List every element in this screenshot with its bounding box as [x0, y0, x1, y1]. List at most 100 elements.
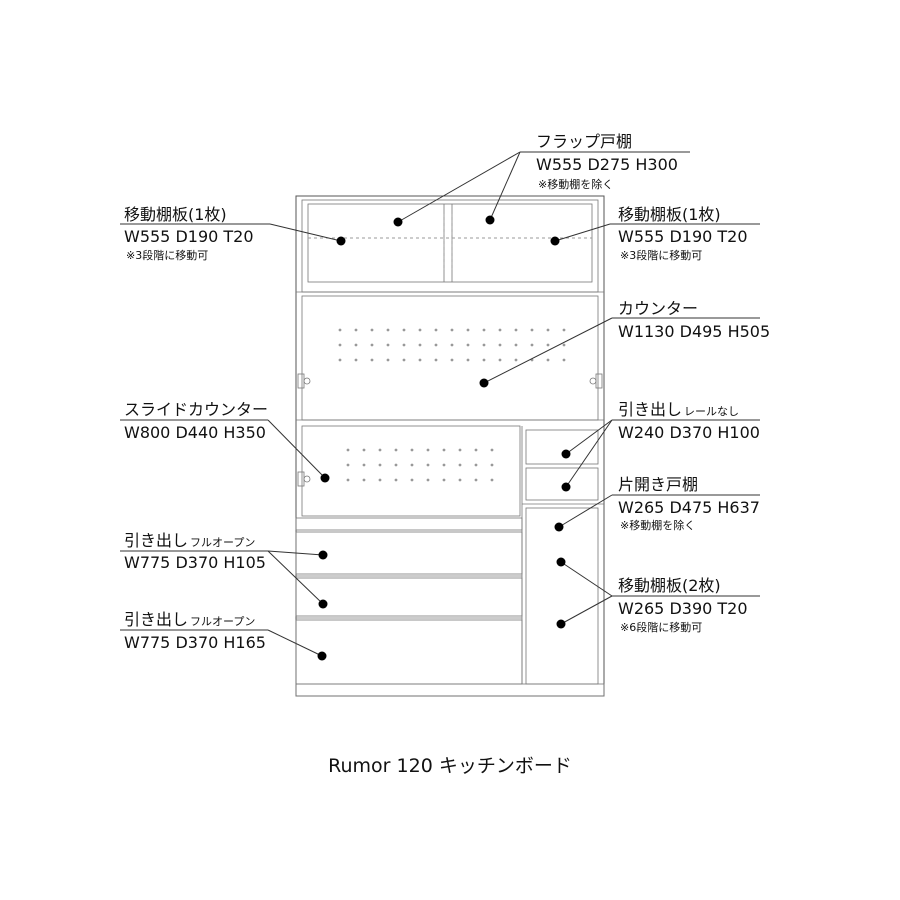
perforation-dot	[346, 448, 350, 452]
perforation-dot	[362, 448, 366, 452]
perforation-dot	[394, 478, 398, 482]
perforation-dot	[394, 448, 398, 452]
perforation-dot	[450, 343, 454, 347]
perforation-dot	[370, 358, 374, 362]
perforation-dot	[442, 448, 446, 452]
perforation-dot	[482, 328, 486, 332]
perforation-dot	[386, 358, 390, 362]
perforation-dot	[466, 328, 470, 332]
label-small-drawer-main: 引き出し	[618, 400, 682, 419]
perforation-dot	[362, 463, 366, 467]
counter-hinge-right	[589, 373, 603, 389]
perforation-dot	[514, 343, 518, 347]
perforation-dot	[434, 343, 438, 347]
label-slide-counter-name: スライドカウンター	[124, 400, 268, 419]
perforation-dot	[426, 478, 430, 482]
perforation-dot	[482, 343, 486, 347]
perforation-dot	[386, 343, 390, 347]
label-cupboard-note: ※移動棚を除く	[620, 518, 695, 532]
diagram-title: Rumor 120 キッチンボード	[328, 755, 572, 777]
perforation-dot	[490, 463, 494, 467]
counter-perforation	[338, 328, 566, 362]
perforation-dot	[498, 328, 502, 332]
perforation-dot	[346, 463, 350, 467]
perforation-dot	[466, 358, 470, 362]
label-slide-counter-dims: W800 D440 H350	[124, 423, 266, 442]
perforation-dot	[434, 328, 438, 332]
label-shelf2-name: 移動棚板(2枚)	[618, 576, 721, 595]
perforation-dot	[450, 358, 454, 362]
perforation-dot	[474, 463, 478, 467]
perforation-dot	[418, 343, 422, 347]
perforation-dot	[378, 448, 382, 452]
label-drawer-165-dims: W775 D370 H165	[124, 633, 266, 652]
label-drawer-105-sub: フルオープン	[190, 536, 255, 549]
perforation-dot	[338, 358, 342, 362]
perforation-dot	[354, 343, 358, 347]
marker-drawer-165	[317, 651, 327, 661]
counter-hinge-left	[297, 373, 311, 389]
perforation-dot	[402, 328, 406, 332]
perforation-dot	[418, 328, 422, 332]
perforation-dot	[410, 448, 414, 452]
perforation-dot	[562, 328, 566, 332]
slide-counter-perforation	[346, 448, 494, 482]
label-cupboard-dims: W265 D475 H637	[618, 498, 760, 517]
perforation-dot	[474, 448, 478, 452]
marker-flap-left	[393, 217, 403, 227]
label-flap-name: フラップ戸棚	[536, 132, 632, 151]
perforation-dot	[370, 343, 374, 347]
marker-shelf-left	[336, 236, 346, 246]
perforation-dot	[530, 343, 534, 347]
perforation-dot	[490, 478, 494, 482]
perforation-dot	[530, 328, 534, 332]
perforation-dot	[338, 328, 342, 332]
perforation-dot	[458, 478, 462, 482]
small-drawer-upper	[525, 429, 599, 465]
perforation-dot	[474, 478, 478, 482]
perforation-dot	[346, 478, 350, 482]
perforation-dot	[498, 358, 502, 362]
perforation-dot	[370, 328, 374, 332]
cabinet-outer-frame	[295, 195, 605, 697]
label-shelf-left-name: 移動棚板(1枚)	[124, 205, 227, 224]
marker-shelf2-lower	[556, 619, 566, 629]
marker-drawer-105-lower	[318, 599, 328, 609]
lower-right-section	[521, 426, 604, 685]
perforation-dot	[426, 463, 430, 467]
flap-cupboard-section	[296, 199, 604, 293]
perforation-dot	[546, 328, 550, 332]
marker-small-drawer-lower	[561, 482, 571, 492]
label-drawer-165-name: 引き出しフルオープン	[124, 610, 255, 629]
perforation-dot	[498, 343, 502, 347]
label-drawer-105-name: 引き出しフルオープン	[124, 531, 255, 550]
marker-counter	[479, 378, 489, 388]
counter-section	[296, 295, 604, 421]
label-small-drawer-name: 引き出しレールなし	[618, 400, 739, 419]
perforation-dot	[458, 463, 462, 467]
perforation-dot	[426, 448, 430, 452]
marker-shelf2-upper	[556, 557, 566, 567]
marker-drawer-105-upper	[318, 550, 328, 560]
perforation-dot	[442, 478, 446, 482]
perforation-dot	[394, 463, 398, 467]
label-drawer-105-dims: W775 D370 H105	[124, 553, 266, 572]
marker-cupboard	[554, 522, 564, 532]
perforation-dot	[514, 358, 518, 362]
perforation-dot	[418, 358, 422, 362]
perforation-dot	[362, 478, 366, 482]
marker-shelf-right	[550, 236, 560, 246]
labels: フラップ戸棚 W555 D275 H300 ※移動棚を除く 移動棚板(1枚) W…	[124, 132, 770, 652]
perforation-dot	[410, 478, 414, 482]
perforation-dot	[442, 463, 446, 467]
perforation-dot	[562, 358, 566, 362]
marker-slide-counter	[320, 473, 330, 483]
perforation-dot	[546, 358, 550, 362]
perforation-dot	[402, 343, 406, 347]
perforation-dot	[514, 328, 518, 332]
label-shelf-left-dims: W555 D190 T20	[124, 227, 254, 246]
slide-counter-hinge	[297, 471, 311, 487]
label-shelf2-note: ※6段階に移動可	[620, 620, 702, 634]
label-shelf-right-dims: W555 D190 T20	[618, 227, 748, 246]
